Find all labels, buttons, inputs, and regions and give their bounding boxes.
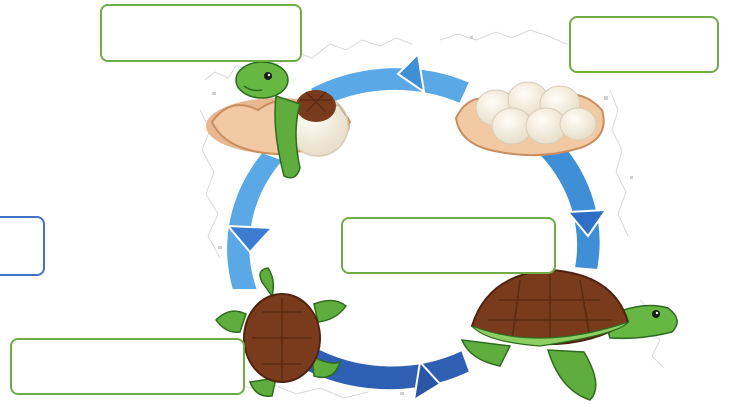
label-box-bottom-left[interactable] bbox=[10, 338, 245, 395]
eggs-nest-icon bbox=[456, 82, 604, 155]
adult-turtle-icon bbox=[462, 270, 677, 400]
label-box-top-left[interactable] bbox=[100, 4, 302, 62]
label-box-top-right[interactable] bbox=[569, 16, 719, 73]
label-box-center[interactable] bbox=[341, 217, 556, 274]
arrow-left bbox=[226, 152, 284, 290]
label-box-left[interactable] bbox=[0, 216, 45, 276]
